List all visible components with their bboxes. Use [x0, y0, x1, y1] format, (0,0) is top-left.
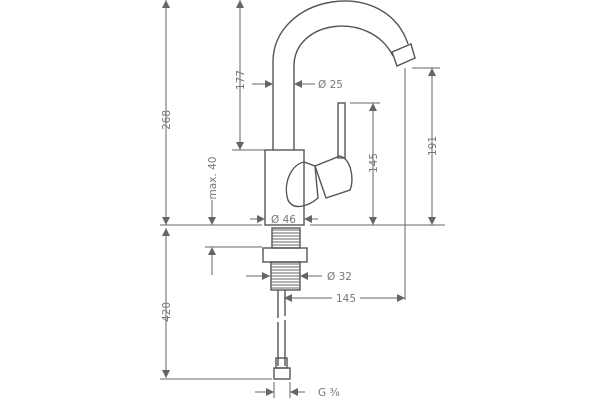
- label-diameter-32: Ø 32: [327, 271, 352, 283]
- faucet-body: [264, 149, 305, 226]
- label-diameter-25: Ø 25: [318, 79, 343, 91]
- lever-knob: [314, 155, 353, 199]
- label-191: 191: [427, 136, 439, 156]
- label-145-vertical: 145: [368, 153, 380, 173]
- hose-fitting: [273, 367, 291, 380]
- label-177: 177: [235, 70, 247, 90]
- spout-outer: [272, 0, 409, 150]
- spout-inner: [293, 25, 394, 150]
- dimension-arrows: [162, 0, 436, 396]
- thread-hatching: [271, 229, 300, 289]
- label-268: 268: [161, 110, 173, 130]
- spout-nozzle: [391, 43, 416, 67]
- mounting-nut: [262, 247, 308, 263]
- label-diameter-46: Ø 46: [271, 214, 296, 226]
- lever-rod: [337, 102, 346, 159]
- label-145-horizontal: 145: [336, 293, 356, 305]
- supply-hose: [277, 290, 286, 366]
- dimension-lines: [160, 0, 445, 398]
- label-g-3-8: G ⅜: [318, 387, 340, 399]
- label-max-40: max. 40: [207, 157, 219, 200]
- label-420: 420: [161, 302, 173, 322]
- faucet-outline: [262, 0, 416, 380]
- handle-base: [285, 161, 319, 208]
